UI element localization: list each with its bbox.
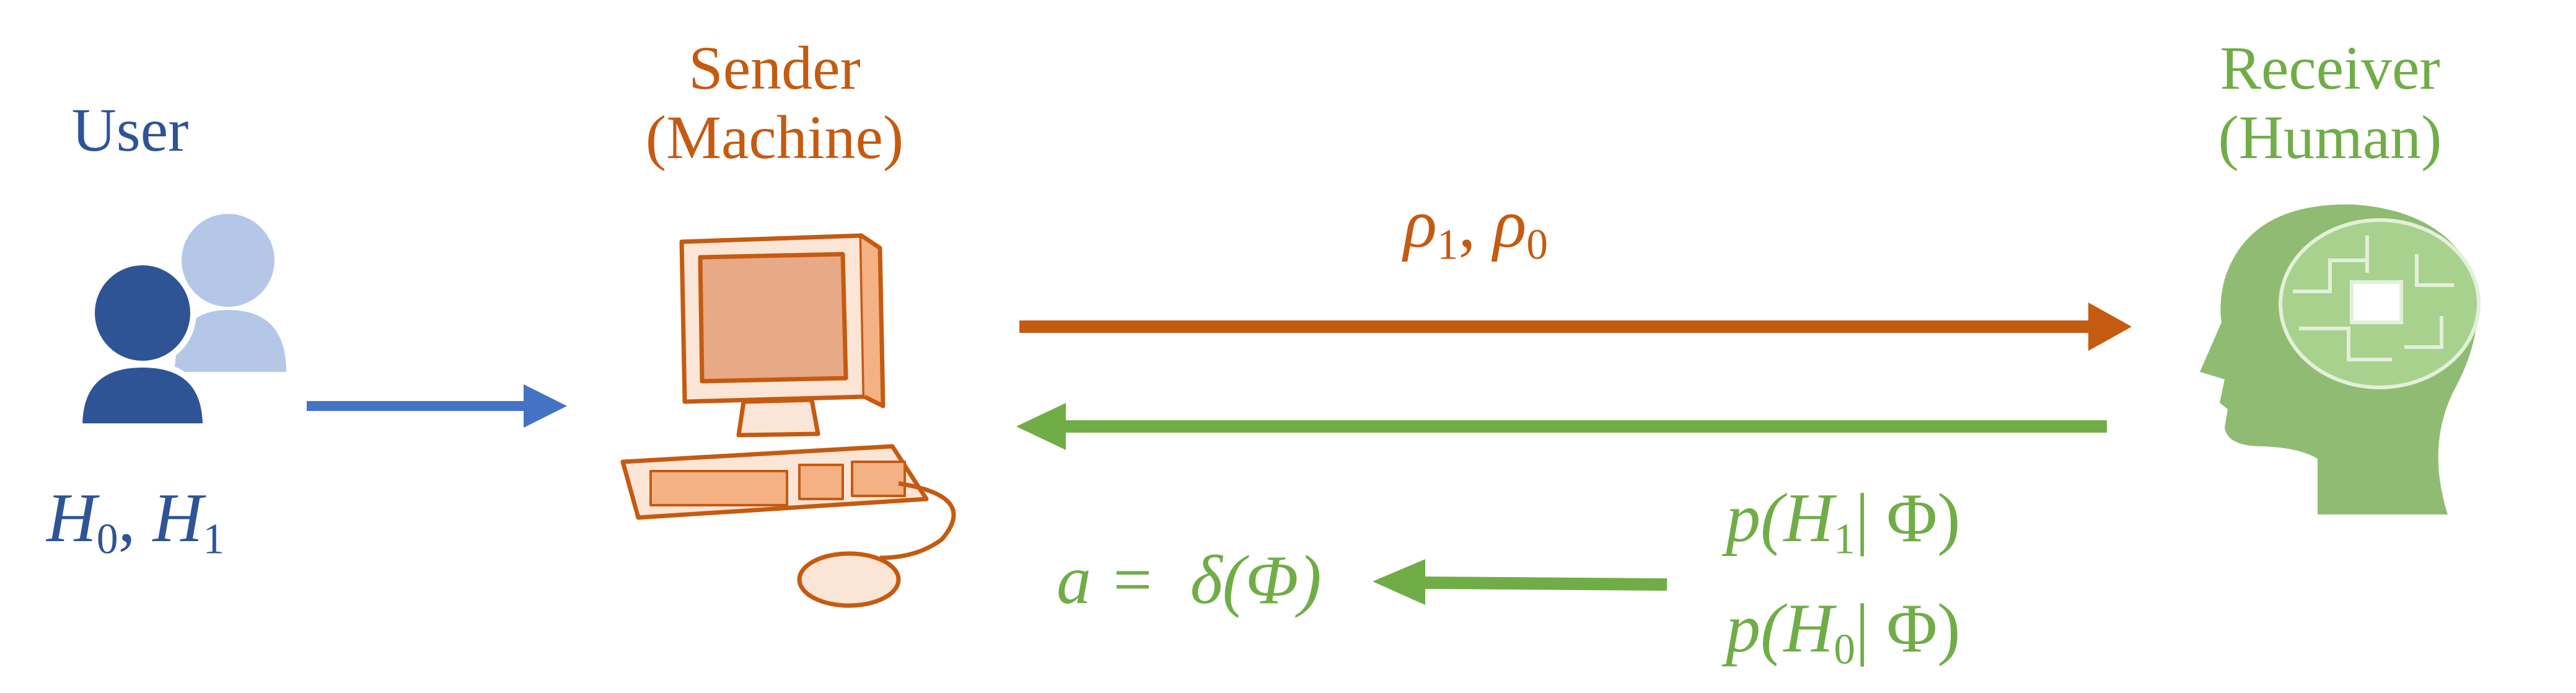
computer-icon	[620, 233, 956, 608]
posterior-h0-label: p(H0| Φ)	[1726, 594, 1961, 671]
sender-title-line1: Sender	[688, 33, 861, 102]
user-hypotheses: H0, H1	[46, 483, 224, 561]
posterior-h1-symbol: H	[1783, 480, 1834, 557]
posterior-h1-label: p(H1| Φ)	[1726, 483, 1961, 561]
posterior-h0-suffix: | Φ)	[1855, 590, 1961, 667]
receiver-title-line1: Receiver	[2220, 33, 2440, 102]
rho1-subscript: 1	[1436, 221, 1459, 269]
h0-subscript: 0	[96, 515, 118, 563]
sender-title-line2: (Machine)	[645, 103, 904, 172]
posterior-h0-prefix: p(	[1726, 590, 1784, 667]
rho0-symbol: ρ	[1493, 185, 1527, 262]
forward-message-label: ρ1, ρ0	[1404, 189, 1548, 267]
hypotheses-separator: ,	[118, 480, 153, 557]
receiver-title-line2: (Human)	[2218, 103, 2442, 172]
user-title: User	[71, 95, 189, 164]
posterior-h0-symbol: H	[1783, 590, 1834, 667]
h1-subscript: 1	[203, 515, 225, 563]
decision-label: a = δ(Φ)	[1057, 545, 1322, 615]
sender-to-receiver-arrow	[1019, 302, 2132, 351]
posterior-h1-suffix: | Φ)	[1855, 480, 1961, 557]
human-head-icon	[2200, 204, 2481, 514]
h1-symbol: H	[152, 480, 203, 557]
posterior-h0-subscript: 0	[1834, 625, 1855, 674]
decision-text: a = δ(Φ)	[1057, 542, 1322, 619]
receiver-to-sender-arrow	[1016, 403, 2107, 450]
user-to-sender-arrow	[307, 384, 567, 428]
rho1-symbol: ρ	[1404, 185, 1437, 262]
rho-separator: ,	[1458, 185, 1493, 262]
posterior-h1-prefix: p(	[1726, 480, 1784, 557]
sender-title: Sender (Machine)	[620, 37, 930, 169]
decision-arrow	[1373, 559, 1668, 605]
posterior-h1-subscript: 1	[1834, 515, 1855, 563]
user-group-icon	[76, 214, 286, 430]
receiver-title: Receiver (Human)	[2169, 37, 2491, 169]
rho0-subscript: 0	[1526, 221, 1548, 269]
h0-symbol: H	[46, 480, 97, 557]
